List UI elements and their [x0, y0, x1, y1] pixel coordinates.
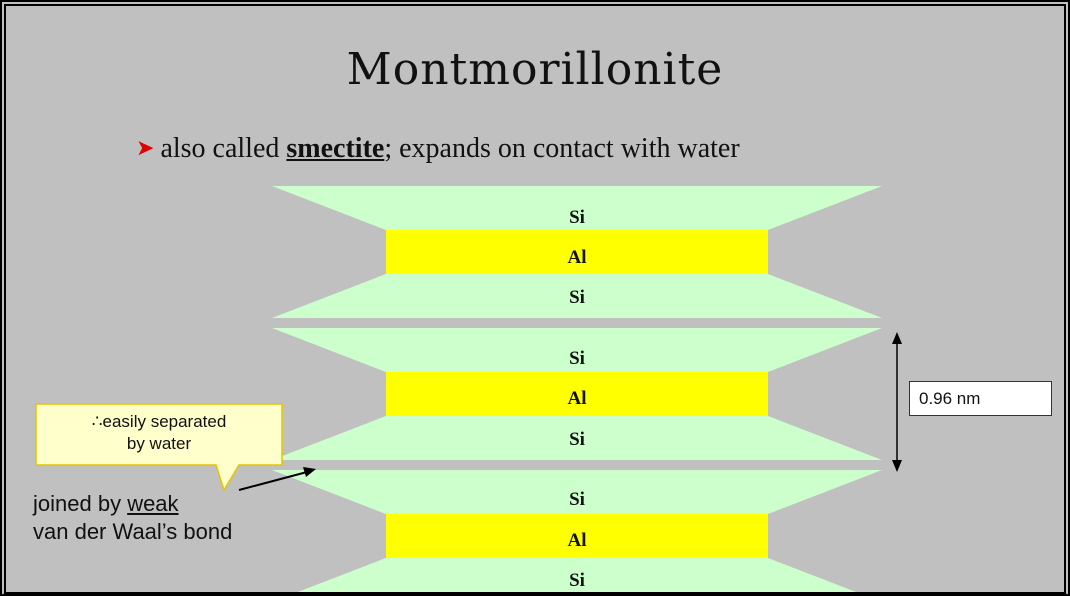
callout-text: ∴easily separated by water [36, 411, 282, 455]
silica-sheet [272, 274, 882, 318]
layer-label: Si [569, 570, 585, 591]
bond-note-line: van der Waal’s bond [33, 519, 233, 544]
bullet-arrow-icon: ➤ [136, 135, 155, 160]
dimension-label: 0.96 nm [909, 381, 1052, 416]
layer-label: Si [569, 348, 585, 369]
silica-sheet [297, 558, 857, 592]
silica-sheet [272, 328, 882, 372]
bond-note-prefix: joined by [33, 491, 128, 516]
bond-note: joined by weak van der Waal’s bond [33, 490, 232, 546]
slide-title: Montmorillonite [346, 44, 724, 95]
silica-sheet [272, 186, 882, 230]
callout-line: ∴easily separated [91, 412, 227, 431]
bond-note-keyword: weak [127, 491, 179, 516]
layer-label: Si [569, 207, 585, 228]
bullet-prefix: also called [160, 133, 287, 164]
silica-sheet [272, 470, 882, 514]
bond-note-line: joined by weak [33, 490, 232, 518]
layer-diagram: Si Al Si Si Al Si Si Al Si [35, 186, 902, 592]
alumina-sheet [386, 372, 768, 416]
layer-label: Al [568, 530, 587, 551]
silica-sheet [272, 416, 882, 460]
dimension-arrow [892, 332, 902, 472]
layer-label: Si [569, 429, 585, 450]
bullet-keyword: smectite [286, 133, 385, 164]
layer-label: Si [569, 287, 585, 308]
alumina-sheet [386, 230, 768, 274]
layer-label: Al [568, 247, 587, 268]
alumina-sheet [386, 514, 768, 558]
bullet-line: ➤also called smectite; expands on contac… [136, 133, 740, 165]
bullet-suffix: ; expands on contact with water [384, 133, 740, 164]
pointer-arrow [238, 467, 316, 491]
layer-label: Al [568, 388, 587, 409]
callout-bubble [35, 403, 283, 492]
callout-line: by water [126, 434, 192, 453]
layer-label: Si [569, 489, 585, 510]
